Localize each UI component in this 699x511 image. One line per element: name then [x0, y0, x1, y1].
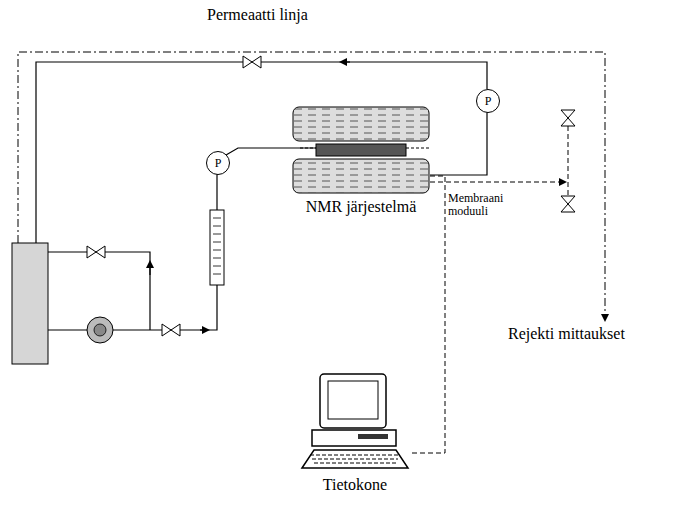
node-label: NMR järjestelmä	[292, 198, 430, 216]
gauge-letter: P	[215, 156, 222, 171]
computer: Tietokone	[298, 372, 412, 494]
pressure-gauge: P	[476, 89, 500, 113]
line-label: Rejekti mittaukset	[506, 325, 627, 343]
node-label: Tietokone	[298, 476, 412, 494]
nmr-magnet: NMR järjestelmä	[292, 106, 430, 216]
module-label: Membraani moduuli	[446, 192, 512, 217]
signal-line	[412, 176, 445, 453]
computer-drawing	[298, 372, 412, 472]
magnet-drawing	[292, 106, 430, 194]
pressure-gauge: P	[206, 151, 230, 175]
line-label: Permeaatti linja	[205, 6, 310, 24]
gauge-letter: P	[485, 94, 492, 109]
